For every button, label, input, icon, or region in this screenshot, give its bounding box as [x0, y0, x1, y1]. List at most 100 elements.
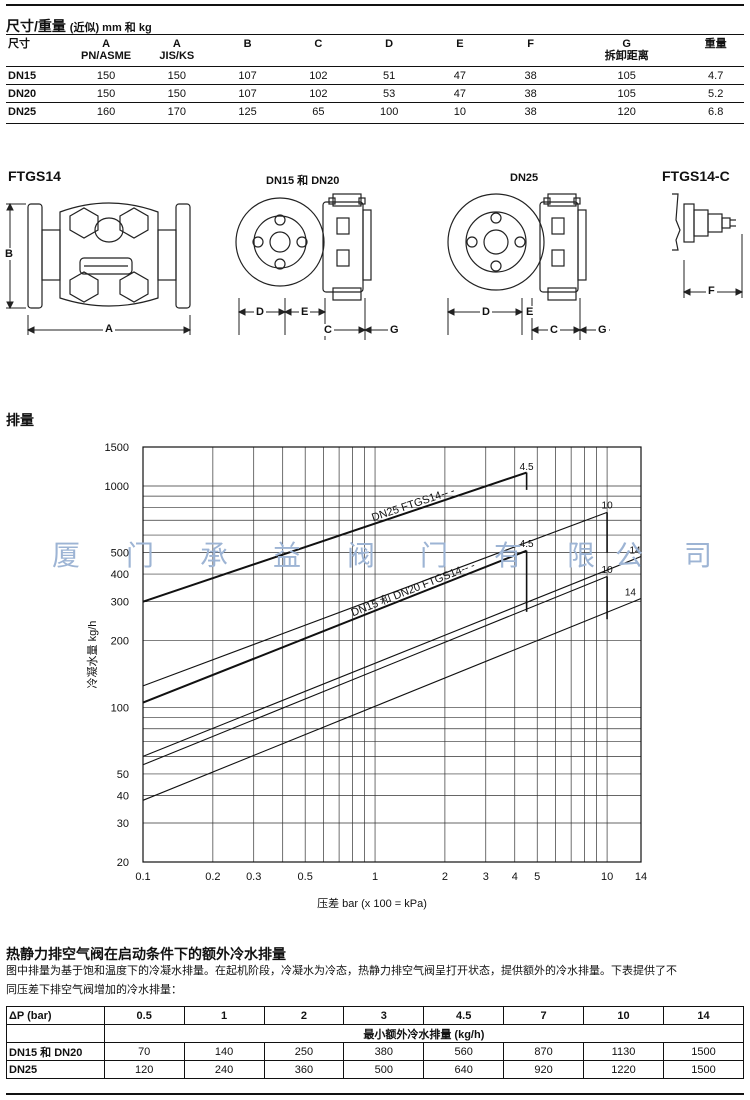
- table-header-cell: 10: [583, 1006, 664, 1025]
- table-row: DN15 150 150 107 102 51 47 38 105 4.7: [6, 66, 744, 85]
- table-cell: 360: [263, 1060, 345, 1079]
- table-cell: 102: [282, 84, 354, 103]
- x-tick-label: 1: [372, 871, 378, 883]
- series-line: [142, 549, 527, 704]
- table-cell: 640: [423, 1060, 505, 1079]
- y-tick-label: 40: [117, 790, 129, 802]
- table-cell: 1130: [583, 1042, 664, 1061]
- table-header-cell: [6, 1024, 105, 1043]
- table-header-cell: 2: [263, 1006, 345, 1025]
- table-cell: 1500: [662, 1042, 745, 1061]
- table-cell: 150: [141, 66, 213, 85]
- dim-label-g-1: G: [388, 324, 401, 336]
- table-cell: 105: [566, 66, 688, 85]
- x-tick-label: 2: [442, 871, 448, 883]
- y-tick-label: 100: [111, 702, 129, 714]
- x-tick-label: 4: [512, 871, 518, 883]
- y-tick-label: 300: [111, 597, 129, 609]
- view-title-dn25: DN25: [510, 172, 539, 184]
- table-cell: 170: [141, 102, 213, 120]
- table-cell: 51: [353, 66, 425, 85]
- series-label: DN25 FTGS14-‐ ‐: [370, 485, 456, 524]
- table-cell: 120: [103, 1060, 185, 1079]
- y-tick-label: 400: [111, 569, 129, 581]
- side-view-dn25-drawing: [446, 193, 610, 340]
- series-end-label: 10: [602, 501, 614, 512]
- dims-bottom-rule: [6, 123, 744, 124]
- table-row: DN25 120 240 360 500 640 920 1220 1500: [6, 1060, 745, 1079]
- extra-capacity-table: ΔP (bar) 0.5 1 2 3 4.5 7 10 14 最小额外冷水排量 …: [6, 1006, 745, 1079]
- view-title-dn15-dn20: DN15 和 DN20: [266, 175, 340, 187]
- table-header-cell: 7: [503, 1006, 584, 1025]
- table-header-cell: 0.5: [103, 1006, 185, 1025]
- dims-col-e: E: [456, 38, 464, 50]
- table-cell: 870: [503, 1042, 584, 1061]
- dim-label-d-2: D: [480, 306, 492, 318]
- y-axis-label: 冷凝水量 kg/h: [85, 621, 99, 689]
- table-header-cell: ΔP (bar): [6, 1006, 105, 1025]
- ftgs14-c-drawing: [672, 193, 744, 298]
- table-cell: DN15 和 DN20: [6, 1042, 105, 1061]
- table-cell: 920: [503, 1060, 584, 1079]
- x-tick-label: 0.2: [205, 871, 220, 883]
- table-cell: 250: [263, 1042, 345, 1061]
- series-end-label: 14: [630, 546, 642, 557]
- series-end-label: 10: [602, 565, 614, 576]
- y-tick-label: 500: [111, 548, 129, 560]
- table-cell: 47: [424, 84, 496, 103]
- y-tick-label: 30: [117, 818, 129, 830]
- dims-col-weight: 重量: [704, 38, 727, 50]
- dim-label-f: F: [706, 285, 717, 297]
- x-tick-label: 3: [483, 871, 489, 883]
- y-tick-label: 20: [117, 857, 129, 869]
- table-cell: 38: [495, 66, 567, 85]
- dims-col-c: C: [314, 38, 323, 50]
- table-cell: DN25: [6, 102, 71, 120]
- dim-label-a: A: [103, 323, 115, 335]
- table-cell: 150: [70, 84, 142, 103]
- dim-label-e-1: E: [299, 306, 311, 318]
- bottom-rule: [6, 1093, 744, 1095]
- table-cell: 65: [282, 102, 354, 120]
- table-cell: 125: [212, 102, 283, 120]
- table-header-cell: 3: [343, 1006, 425, 1025]
- watermark-char: 司: [684, 539, 713, 572]
- extra-paragraph-line2: 同压差下排空气阀增加的冷水排量：: [6, 984, 182, 996]
- table-cell: 150: [141, 84, 213, 103]
- watermark-char: 门: [126, 539, 155, 572]
- table-cell: 38: [495, 102, 567, 120]
- series-end-label: 4.5: [520, 539, 534, 550]
- table-header-cell: 4.5: [423, 1006, 505, 1025]
- x-tick-label: 0.5: [298, 871, 313, 883]
- dims-col-b: B: [243, 38, 252, 50]
- dim-label-b: B: [5, 248, 13, 260]
- table-cell: 1500: [662, 1060, 745, 1079]
- watermark-char: 厦: [52, 539, 81, 572]
- table-row: DN25 160 170 125 65 100 10 38 120 6.8: [6, 102, 744, 120]
- series-line: [142, 511, 608, 687]
- side-view-dn15-dn20-drawing: [235, 193, 390, 340]
- dims-col-f: F: [527, 38, 535, 50]
- model-label-ftgs14: FTGS14: [8, 168, 61, 184]
- table-cell: 6.8: [687, 102, 744, 120]
- table-cell: 53: [353, 84, 425, 103]
- table-cell: DN20: [6, 84, 71, 103]
- table-cell: 140: [183, 1042, 265, 1061]
- table-row: ΔP (bar) 0.5 1 2 3 4.5 7 10 14: [6, 1006, 745, 1025]
- watermark: 厦 门 承 益 阀 门 有 限 公 司: [0, 534, 750, 572]
- front-view-drawing: [6, 202, 192, 335]
- watermark-char: 阀: [347, 539, 376, 572]
- watermark-char: 益: [273, 539, 302, 572]
- watermark-char: 限: [567, 539, 596, 572]
- series-end-label: 4.5: [520, 462, 534, 473]
- watermark-char: 门: [420, 539, 449, 572]
- dims-col-size: 尺寸: [8, 38, 30, 50]
- dims-title: 尺寸/重量 (近似) mm 和 kg: [6, 18, 152, 34]
- extra-paragraph-line1: 图中排量为基于饱和温度下的冷凝水排量。在起机阶段，冷凝水为冷态，热静力排空气阀呈…: [6, 965, 677, 977]
- series-line: [142, 556, 642, 757]
- dims-rule: [6, 34, 744, 35]
- table-cell: 120: [566, 102, 688, 120]
